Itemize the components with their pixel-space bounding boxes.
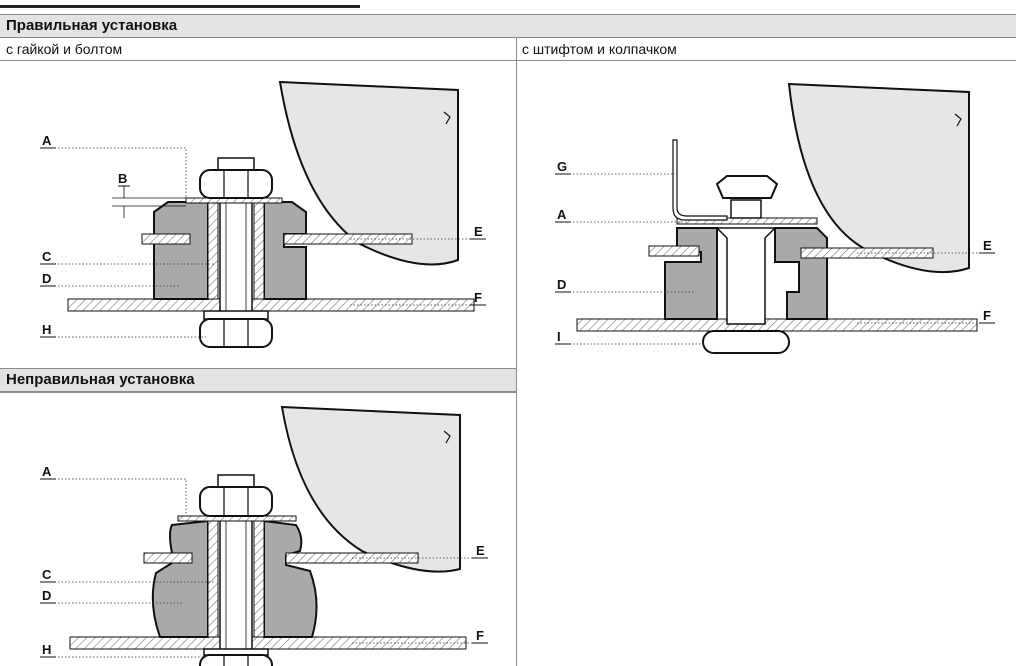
label-I: I: [557, 329, 561, 344]
cap: [715, 175, 779, 199]
label-E: E: [474, 224, 483, 239]
label-F: F: [474, 290, 482, 305]
section-header-correct: Правильная установка: [0, 14, 1016, 38]
label-H: H: [42, 642, 51, 657]
bottom-nut: [199, 318, 273, 348]
rubber-mount-left: [153, 201, 209, 300]
label-D: D: [42, 271, 51, 286]
subheader-nut-bolt-label: с гайкой и болтом: [6, 41, 123, 57]
section-header-incorrect: Неправильная установка: [0, 368, 517, 392]
label-A: A: [42, 133, 52, 148]
bracket: [283, 233, 413, 245]
label-A: A: [42, 464, 52, 479]
divider-bottom: [516, 368, 517, 666]
label-F: F: [983, 308, 991, 323]
top-nut: [199, 169, 273, 199]
diagram-nut-bolt-correct: A B C D H E F: [40, 80, 486, 348]
section-title-incorrect: Неправильная установка: [6, 371, 195, 388]
sleeve-left: [207, 201, 219, 300]
rubber-mount-bulged-right: [263, 519, 318, 638]
pin-end: [702, 330, 790, 354]
pin-shaft: [715, 227, 777, 325]
label-A: A: [557, 207, 567, 222]
rubber-mount-left: [664, 227, 718, 320]
housing-shape: [280, 405, 461, 573]
sleeve-right: [253, 520, 265, 638]
label-C: C: [42, 567, 52, 582]
diagram-nut-bolt-incorrect: A C D H E F: [40, 405, 488, 666]
label-G: G: [557, 159, 567, 174]
rubber-mount-right: [263, 201, 307, 300]
label-D: D: [42, 588, 51, 603]
subheader-pin-cap: с штифтом и колпачком: [516, 38, 1016, 61]
top-nut: [199, 486, 273, 517]
base-plate: [69, 636, 467, 650]
subheader-pin-cap-label: с штифтом и колпачком: [522, 41, 677, 57]
diagram-pin-cap-correct: G A D I E F: [555, 82, 995, 354]
bolt-shaft: [219, 181, 253, 323]
base-plate: [576, 318, 978, 332]
label-F: F: [476, 628, 484, 643]
label-E: E: [476, 543, 485, 558]
sleeve-right: [253, 201, 265, 300]
spacer-incorrect: [0, 392, 516, 393]
bolt-shaft: [219, 502, 253, 654]
subheader-nut-bolt: с гайкой и болтом: [0, 38, 516, 61]
label-E: E: [983, 238, 992, 253]
sleeve-left: [207, 520, 219, 638]
label-D: D: [557, 277, 566, 292]
label-H: H: [42, 322, 51, 337]
label-B: B: [118, 171, 127, 186]
cropped-top-heading: [0, 0, 1016, 8]
label-C: C: [42, 249, 52, 264]
bottom-nut: [199, 654, 273, 666]
section-title-correct: Правильная установка: [6, 17, 178, 34]
bracket-g: [672, 139, 728, 221]
rubber-mount-right: [774, 227, 828, 320]
divider-top: [516, 38, 517, 368]
rubber-mount-bulged-left: [151, 519, 209, 638]
bracket: [800, 247, 934, 259]
